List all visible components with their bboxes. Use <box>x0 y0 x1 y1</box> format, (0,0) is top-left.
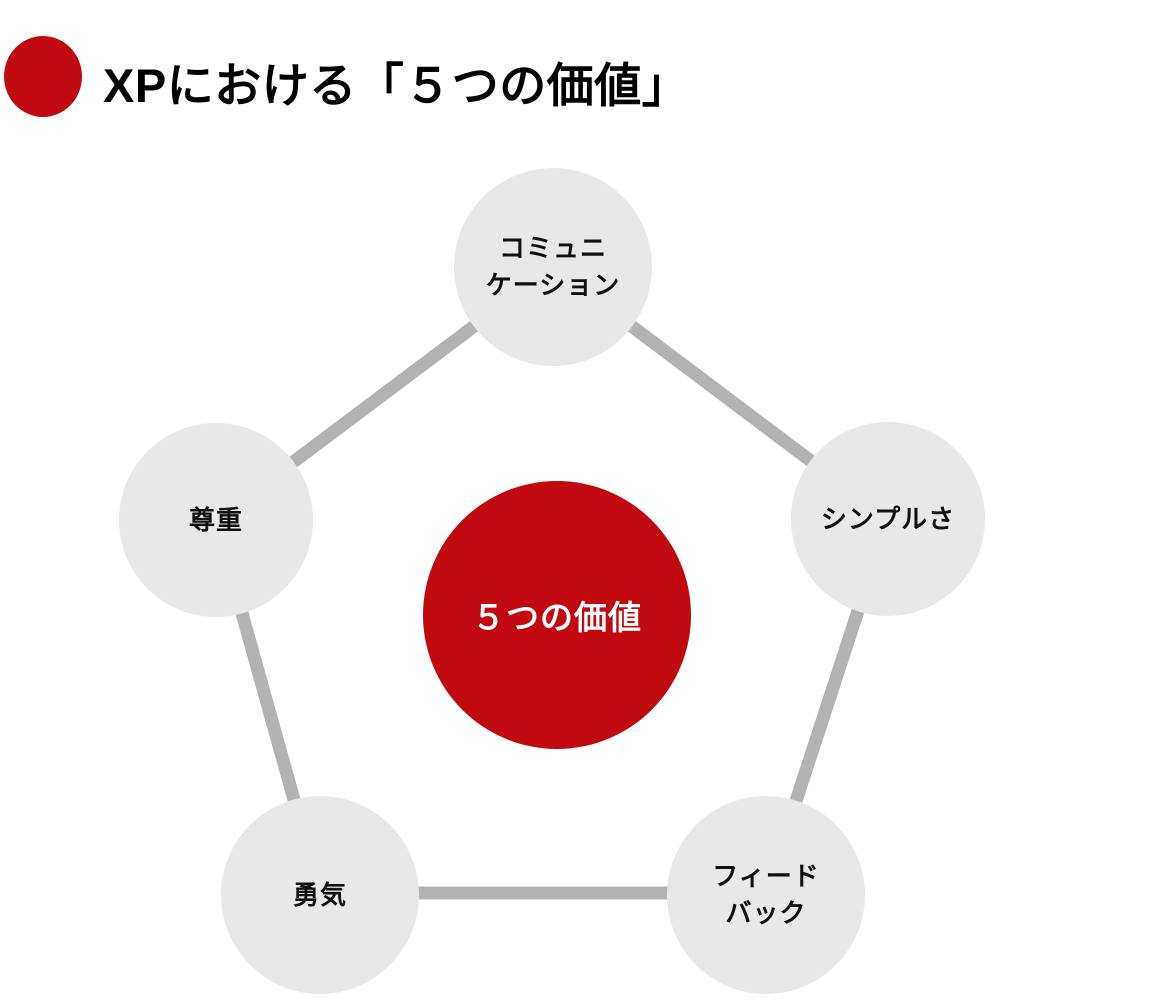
node-communication: コミュニ ケーション <box>454 168 652 366</box>
node-simplicity: シンプルさ <box>791 422 985 616</box>
node-courage-label: 勇気 <box>292 879 347 910</box>
node-respect: 尊重 <box>119 423 313 617</box>
node-center-label: ５つの価値 <box>472 599 642 636</box>
node-feedback: フィード バック <box>667 796 865 994</box>
title-bullet-circle <box>4 36 82 117</box>
node-respect-label: 尊重 <box>188 504 243 535</box>
node-courage: 勇気 <box>221 796 419 994</box>
node-communication-label: コミュニ ケーション <box>485 233 621 300</box>
page-title: XPにおける「５つの価値」 <box>103 59 690 112</box>
node-center-five-values: ５つの価値 <box>423 481 691 749</box>
node-feedback-label: フィード バック <box>712 861 820 928</box>
node-simplicity-label: シンプルさ <box>820 503 956 534</box>
